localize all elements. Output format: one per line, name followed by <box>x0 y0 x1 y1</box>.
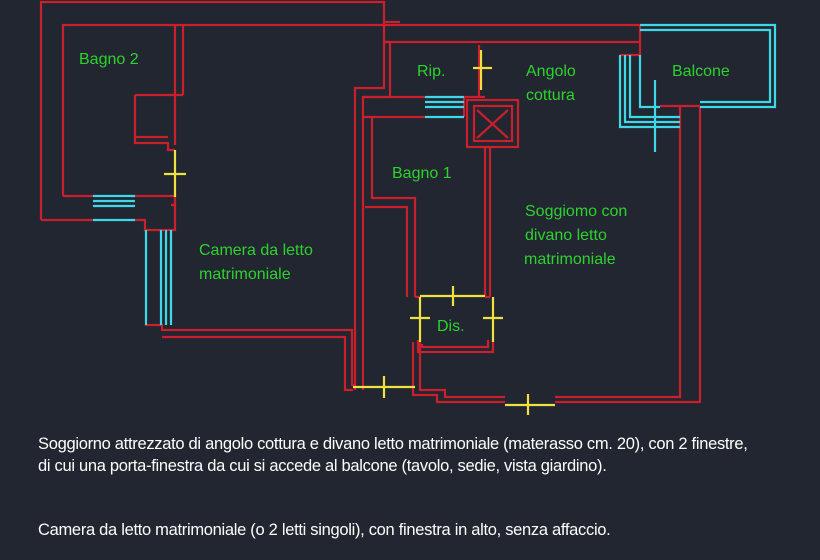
room-label-rip: Rip. <box>417 63 445 80</box>
room-label-bagno-2: Bagno 2 <box>79 51 139 68</box>
description-soggiorno: Soggiorno attrezzato di angolo cottura e… <box>38 435 748 475</box>
room-label-camera-line2: matrimoniale <box>199 266 291 283</box>
doors <box>164 50 555 415</box>
room-label-soggiorno-line2: divano letto <box>525 227 607 244</box>
room-label-bagno-1: Bagno 1 <box>392 165 452 182</box>
room-label-angolo-cottura-line2: cottura <box>526 87 575 104</box>
room-label-balcone: Balcone <box>672 63 730 80</box>
floor-plan: Bagno 2 Rip. Angolo cottura Balcone Bagn… <box>39 0 777 415</box>
room-label-soggiorno-line1: Soggiomo con <box>525 203 627 220</box>
walls <box>39 0 702 404</box>
room-label-soggiorno-line3: matrimoniale <box>524 251 616 268</box>
description-camera: Camera da letto matrimoniale (o 2 letti … <box>38 521 611 539</box>
room-label-camera-line1: Camera da letto <box>199 242 313 259</box>
windows <box>93 23 777 325</box>
room-label-angolo-cottura-line1: Angolo <box>526 63 576 80</box>
room-label-dis: Dis. <box>437 318 465 335</box>
